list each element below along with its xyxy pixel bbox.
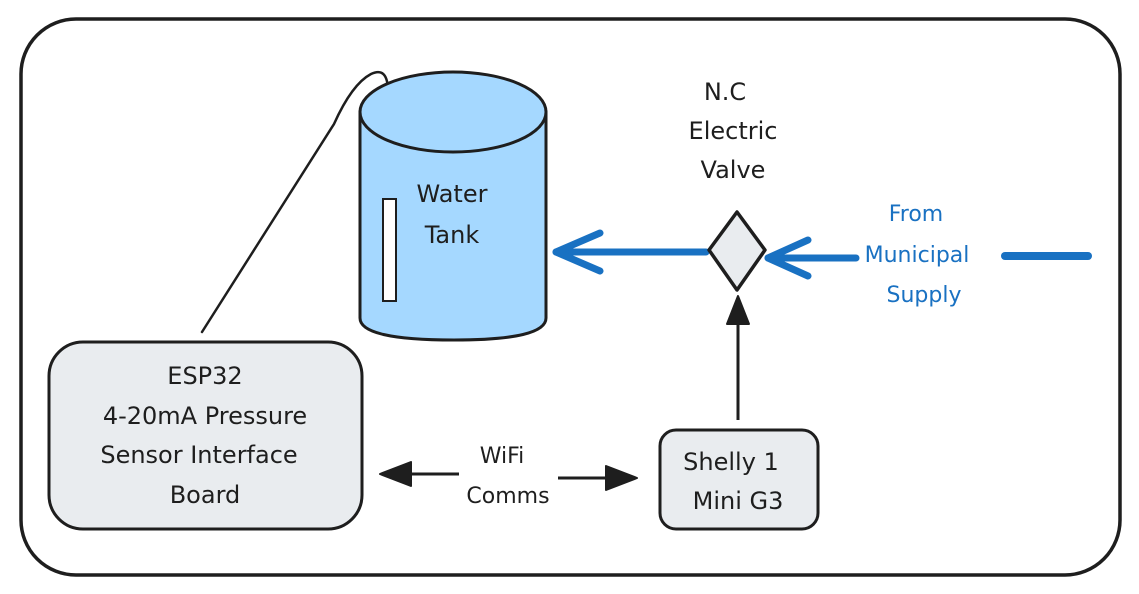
- esp32-label-line4: Board: [170, 481, 241, 509]
- valve-label-line1: N.C: [704, 78, 746, 106]
- esp32-label-line1: ESP32: [167, 362, 242, 390]
- shelly-relay: Shelly 1 Mini G3: [658, 428, 820, 531]
- pressure-sensor-probe: [382, 198, 397, 302]
- sensor-cable: [200, 70, 390, 334]
- water-tank: Water Tank: [358, 70, 548, 342]
- shelly-label-line2: Mini G3: [693, 487, 784, 515]
- esp32-label-line3: Sensor Interface: [100, 441, 297, 469]
- comms-label-line1: WiFi: [480, 444, 525, 469]
- comms-label-line2: Comms: [466, 484, 549, 509]
- supply-label-line1: From: [889, 202, 944, 227]
- control-arrow: [726, 295, 750, 420]
- flow-arrow-to-tank: [552, 229, 710, 275]
- supply-label-line3: Supply: [887, 283, 962, 308]
- valve-label-line3: Valve: [701, 156, 766, 184]
- flow-arrow-from-supply: [764, 236, 860, 280]
- shelly-label-line1: Shelly 1: [683, 448, 779, 476]
- wifi-comms-link: [379, 461, 638, 491]
- tank-label-line1: Water: [417, 180, 488, 208]
- tank-label-line2: Tank: [424, 221, 480, 249]
- supply-label-line2: Municipal: [865, 243, 970, 268]
- valve-label-line2: Electric: [689, 117, 778, 145]
- electric-valve: [707, 210, 767, 292]
- esp32-label-line2: 4-20mA Pressure: [103, 402, 307, 430]
- esp32-board: ESP32 4-20mA Pressure Sensor Interface B…: [47, 340, 364, 531]
